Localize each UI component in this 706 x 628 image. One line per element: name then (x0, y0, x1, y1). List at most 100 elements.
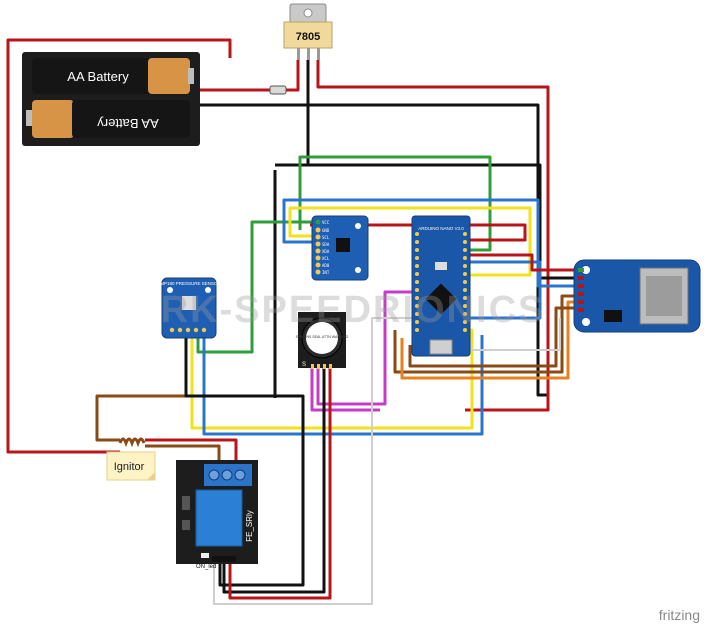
wire-magenta-buzzer-b (310, 368, 380, 412)
wire-green-bmp (196, 220, 312, 354)
relay-led (201, 553, 209, 558)
arduino-pin (415, 296, 419, 300)
ignitor-tag-fold (147, 472, 155, 480)
wire-black-buzzer-relay (222, 368, 326, 594)
mpu-pins (315, 219, 321, 275)
sd-card-module (573, 259, 701, 333)
arduino-pin (463, 264, 467, 268)
power-switch (269, 85, 287, 95)
wire-white-signal (213, 317, 415, 605)
sd-pin (578, 292, 584, 296)
regulator-pin-2 (307, 48, 310, 60)
sd-pin (578, 284, 584, 288)
buzzer-pin-1 (311, 364, 314, 369)
mpu-hole (355, 223, 361, 229)
mpu-pin-label: AD0 (322, 263, 330, 268)
wire-green-top-loop (298, 155, 492, 252)
wire-red-sd-a (470, 253, 578, 272)
buzzer-pin-4 (329, 364, 332, 369)
wires (6, 38, 578, 605)
regulator-hole (303, 8, 313, 18)
arduino-pin (415, 256, 419, 260)
bmp180-pin (185, 327, 191, 333)
arduino-pin (415, 272, 419, 276)
mpu-pin (315, 269, 321, 275)
arduino-pin (415, 312, 419, 316)
arduino-pin (463, 288, 467, 292)
buzzer-label: SIEMENS SEAL ATTN WASHING (296, 335, 349, 339)
mpu-pin-labels: VCC GND SCL SDA XDA XCL AD0 INT (322, 220, 330, 275)
arduino-pin (415, 232, 419, 236)
wire-black-bmp (184, 336, 305, 587)
arduino-pin (463, 296, 467, 300)
battery-top-terminal (188, 68, 194, 84)
arduino-pin (463, 248, 467, 252)
wire-brown-sd-1 (393, 294, 578, 374)
mpu-module: VCC GND SCL SDA XDA XCL AD0 INT (311, 215, 369, 281)
arduino-pin (463, 312, 467, 316)
sd-pin (578, 276, 584, 280)
bmp180-hole-l (167, 287, 173, 293)
relay-diode (182, 496, 190, 510)
regulator-label: 7805 (296, 31, 320, 43)
mpu-chip (336, 238, 350, 252)
wire-blue-bmp (202, 335, 484, 436)
relay-header (212, 556, 236, 562)
arduino-pin (415, 240, 419, 244)
relay-terminal-2 (221, 469, 233, 481)
bmp180-pin (201, 327, 207, 333)
wire-brown-sd-3 (408, 306, 578, 368)
bmp180-pin (169, 327, 175, 333)
arduino-pin (415, 248, 419, 252)
arduino-reset (435, 262, 447, 270)
arduino-pin (463, 240, 467, 244)
mpu-pin (315, 255, 321, 261)
arduino-pin (463, 320, 467, 324)
relay-terminal-3 (234, 469, 246, 481)
ignitor: Ignitor (106, 437, 156, 481)
wire-orange-sd-2 (400, 300, 578, 380)
relay-cube (195, 489, 243, 547)
arduino-pin (463, 232, 467, 236)
fritzing-credit: fritzing (659, 607, 700, 623)
battery-bottom-label: AA Battery (97, 116, 159, 131)
buzzer-face (306, 322, 338, 354)
relay-led-label: ON_led (196, 564, 216, 570)
regulator-pin-3 (317, 48, 320, 60)
regulator-pin-1 (297, 48, 300, 60)
bmp180-hole-r (205, 287, 211, 293)
arduino-pins-right (463, 232, 467, 332)
battery-top-cap (148, 58, 190, 94)
mpu-pin (315, 234, 321, 240)
bmp180-label: BMP180 PRESSURE SENSOR (157, 281, 221, 286)
wire-blue-mpu (282, 198, 578, 288)
mpu-pin (315, 241, 321, 247)
mpu-pin-label: INT (322, 270, 330, 275)
arduino-pin (415, 280, 419, 284)
buzzer-pin-3 (323, 364, 326, 369)
mpu-pin (315, 227, 321, 233)
sd-hole (582, 318, 590, 326)
arduino-pin (415, 304, 419, 308)
relay-module: FE_SRly ON_led (176, 460, 258, 570)
arduino-pin (463, 280, 467, 284)
battery-top-label: AA Battery (67, 69, 129, 84)
arduino-pins-left (415, 232, 419, 332)
watermark: RK-SPEEDRIONICS (161, 289, 546, 331)
arduino-label: ARDUINO NANO V3.0 (418, 226, 464, 231)
wire-brown-ignitor-left (95, 394, 190, 442)
bmp180-sensor: BMP180 PRESSURE SENSOR (157, 277, 222, 339)
wire-red-ignitor (6, 38, 232, 454)
arduino-pin (463, 328, 467, 332)
mpu-pin (315, 219, 321, 225)
mpu-pin-label: SCL (322, 235, 330, 240)
mpu-hole (355, 267, 361, 273)
arduino-pin (463, 272, 467, 276)
arduino-pin (463, 304, 467, 308)
arduino-pin (415, 288, 419, 292)
switch-body (269, 85, 287, 95)
wire-red-buzzer-relay (228, 368, 332, 600)
buzzer-pin-2 (317, 364, 320, 369)
wire-black-frame-gnd (275, 163, 578, 280)
